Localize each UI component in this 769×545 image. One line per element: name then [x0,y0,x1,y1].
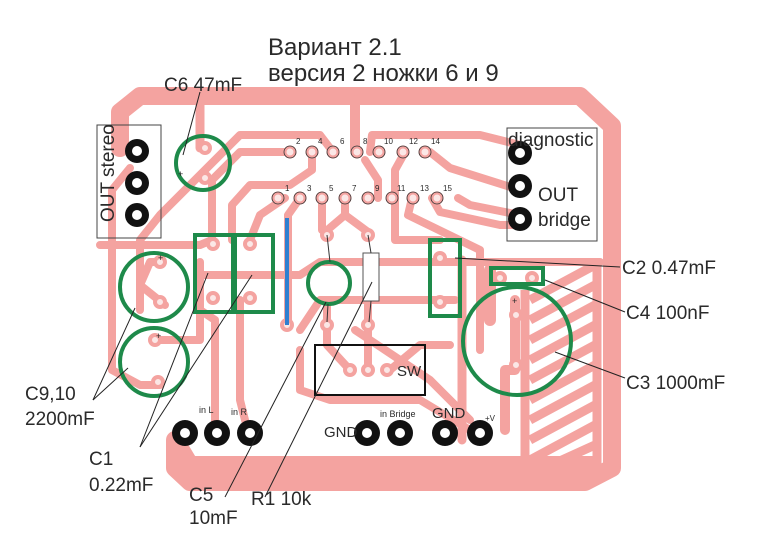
out-bridge-label-1: OUT [538,185,579,206]
c9-plus-mark: + [158,253,164,263]
c1-label-2: 0.22mF [89,475,154,496]
c3-plus-mark: + [512,296,518,306]
out-bridge-box [506,127,598,242]
gnd-right-label: GND [432,405,466,422]
c9-outline [118,251,190,323]
pin-number: 12 [409,137,418,146]
diagnostic-label: diagnostic [508,130,594,151]
pin-number: 9 [375,184,380,193]
pin-number: 11 [397,184,406,193]
trace-pin14 [426,148,524,194]
c3-label: C3 1000mF [626,373,726,394]
switch-box [314,344,426,396]
trace-c3 [500,295,520,435]
ground-bottom-trace [167,435,600,474]
c4-label: C4 100nF [626,303,710,324]
c5-label-1: C5 [189,485,214,506]
trace-pin10 [366,131,524,156]
c1-label-1: C1 [89,449,114,470]
pin-number: 6 [340,137,345,146]
r1-label: R1 10k [251,489,312,510]
chip-pin-rings [271,145,444,205]
gnd-left-label: GND [324,424,358,441]
trace-gnd [351,326,474,424]
pin-number: 2 [296,137,301,146]
c2-label: C2 0.47mF [622,258,716,279]
trace-pin12 [391,148,444,244]
r1-body [362,252,380,302]
trace-in-bridge [296,346,474,434]
pin-number: 13 [420,184,429,193]
c5-outline [306,260,352,306]
trace-sw1 [323,301,354,374]
in-bridge-label: in Bridge [380,409,416,419]
c10-outline [118,326,190,398]
c4-outline [489,266,545,286]
pin-number: 4 [318,137,323,146]
out-stereo-box [96,124,162,239]
title-variant: Вариант 2.1 [268,34,402,61]
c2-outline [428,238,462,318]
pin-number: 1 [285,184,290,193]
c9-10-label-2: 2200mF [25,409,95,430]
trace-out-stereo [108,164,164,389]
vplus-label: +V [485,414,496,423]
c9-10-label-1: C9,10 [25,384,76,405]
trace-c10 [156,258,204,344]
title-version: версия 2 ножки 6 и 9 [268,60,499,87]
pin-number: 15 [443,184,452,193]
in-r-label: in R [231,407,248,417]
c6-outline [174,134,232,192]
out-bridge-label-2: bridge [538,210,591,231]
pin-number: 8 [363,137,368,146]
c6-plus-mark: + [178,169,184,179]
c1-right-outline [231,233,275,314]
pin-number: 7 [352,184,357,193]
c3-outline [461,285,573,397]
trace-pin4 [228,148,316,244]
in-l-label: in L [199,405,214,415]
trace-pin2 [208,148,292,244]
chip-pins [271,145,444,205]
pin-number: 10 [384,137,393,146]
connector-pads [125,139,532,446]
leader-lines [92,91,626,498]
switch-label: SW [397,363,422,380]
pin-number: 3 [307,184,312,193]
c5-label-2: 10mF [189,508,238,529]
c10-plus-mark: + [156,331,162,341]
ground-frame-trace [111,87,621,491]
c6-label: C6 47mF [164,75,243,96]
trace-pin3 [284,194,304,329]
out-stereo-label: OUT stereo [98,124,119,222]
pin-number: 5 [329,184,334,193]
r1-leads [326,234,372,323]
trace-pin15 [454,194,524,219]
trace-pin9 [361,156,382,202]
pin-number: 14 [431,137,440,146]
component-outlines [118,134,573,398]
